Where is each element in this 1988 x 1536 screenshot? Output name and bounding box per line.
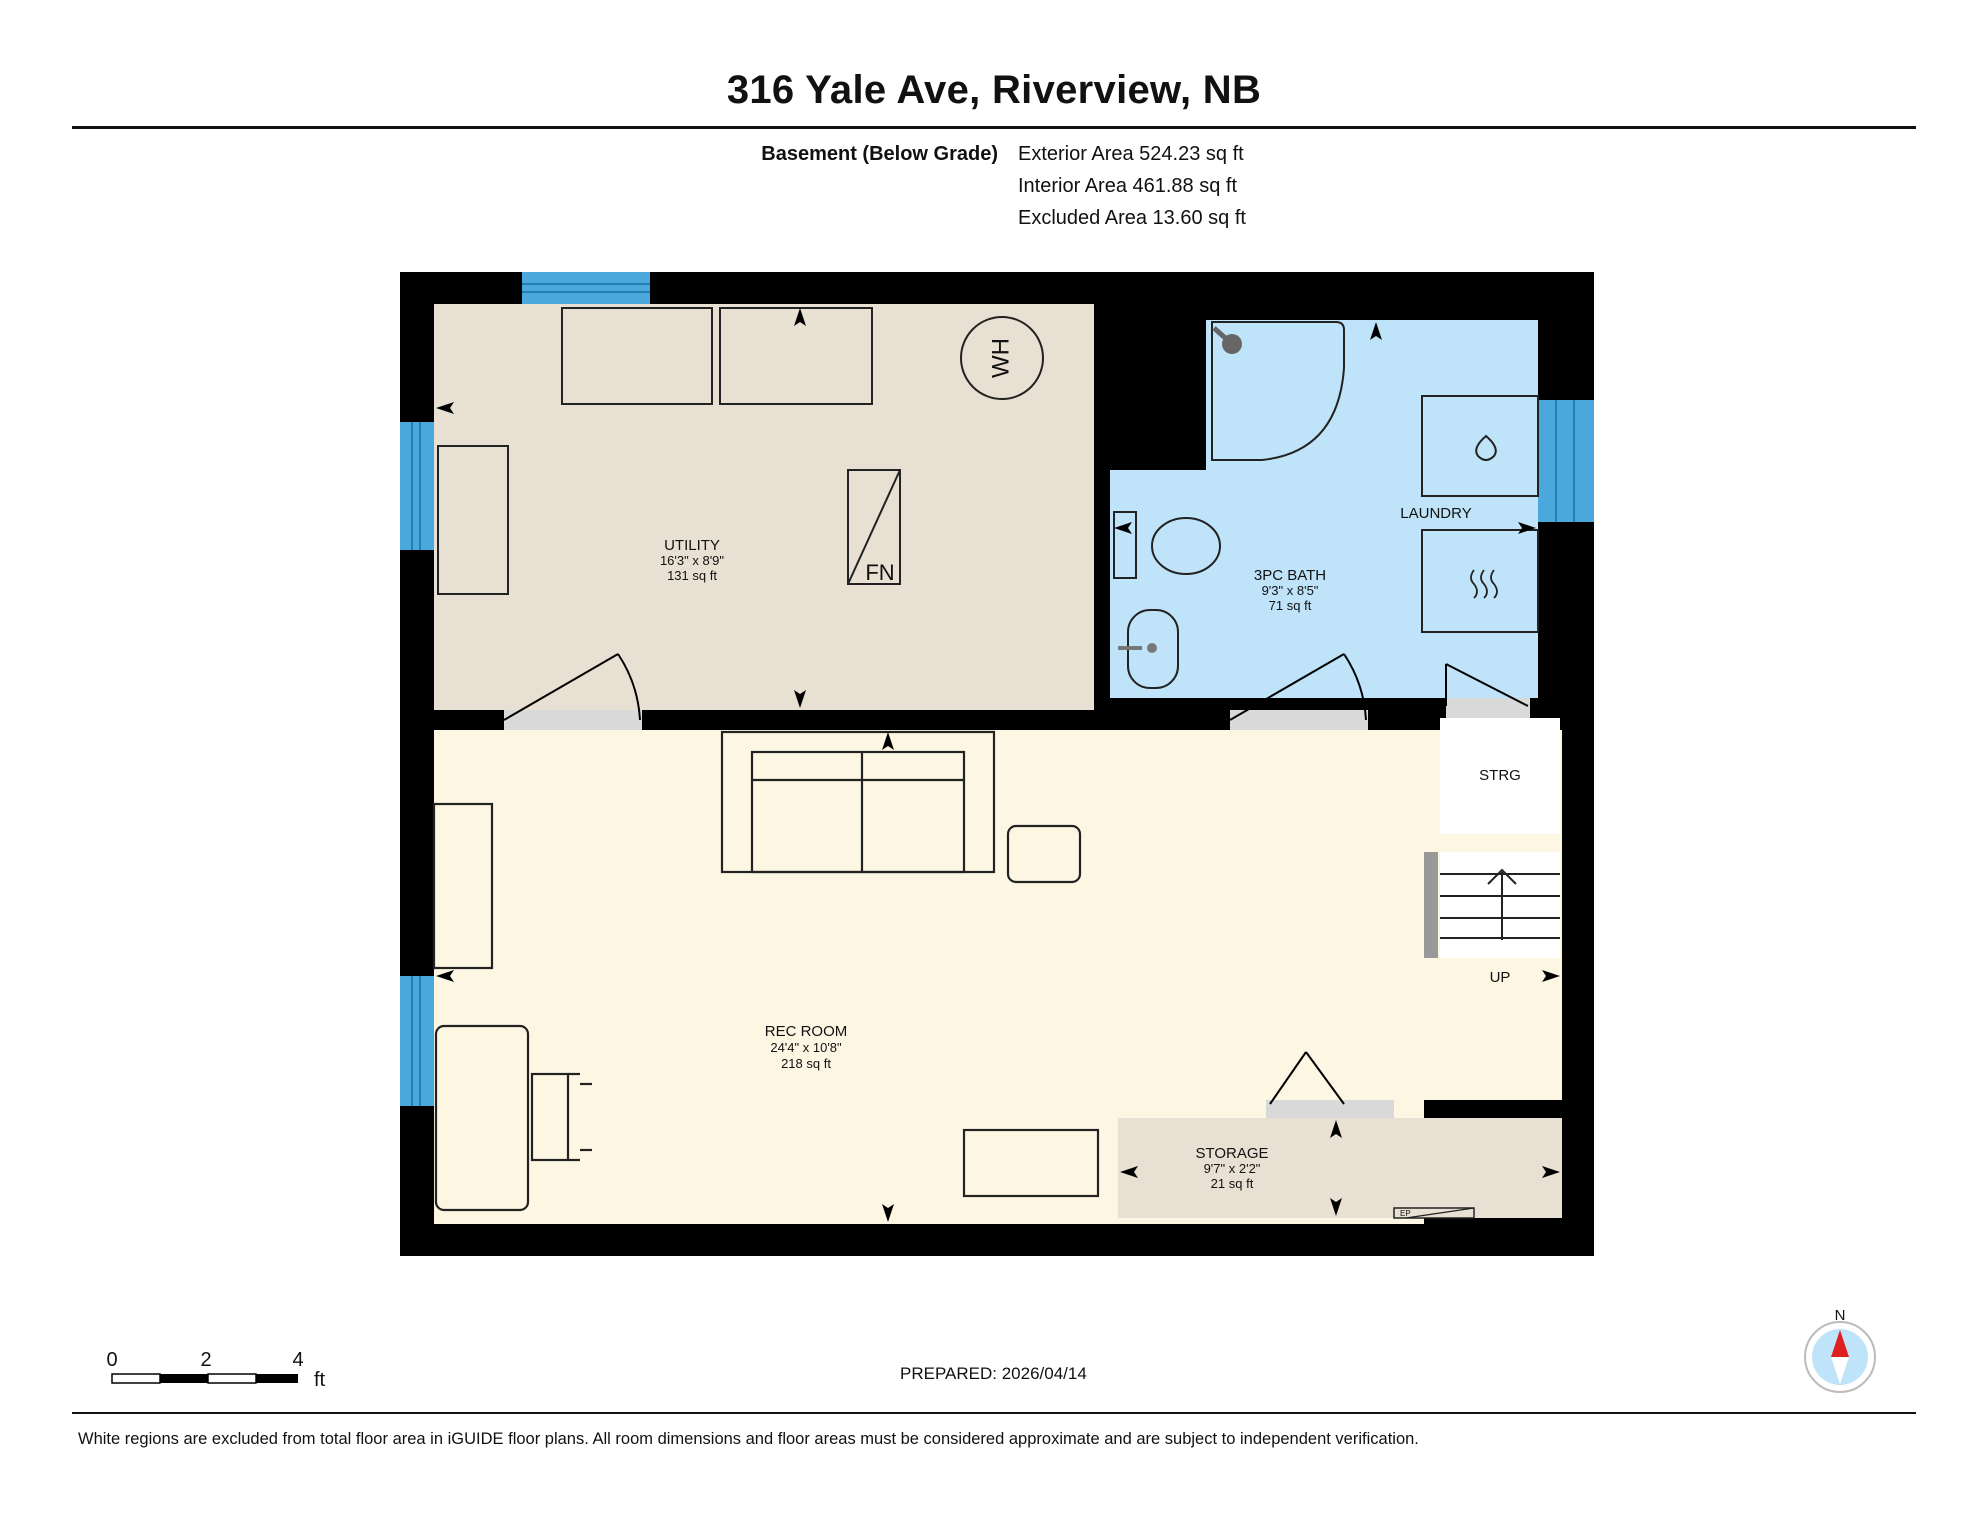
staircase (1424, 852, 1560, 958)
exterior-area: Exterior Area 524.23 sq ft (1018, 143, 1244, 165)
stair-floor (1440, 852, 1560, 958)
washer (1421, 395, 1539, 497)
window-utility-left (400, 422, 434, 550)
bath-dims: 9'3" x 8'5" (1262, 583, 1319, 598)
utility-floor (434, 304, 1094, 710)
storage-dims: 9'7" x 2'2" (1204, 1161, 1261, 1176)
utility-dims: 16'3" x 8'9" (660, 553, 724, 568)
excluded-area: Excluded Area 13.60 sq ft (1018, 207, 1246, 229)
strg-floor (1440, 718, 1560, 834)
toilet (1151, 517, 1221, 575)
bath-name: 3PC BATH (1254, 567, 1326, 584)
bath-floor (1110, 320, 1538, 698)
shower (1211, 321, 1345, 461)
prepared-date: PREPARED: 2026/04/14 (900, 1364, 1087, 1383)
water-heater (960, 316, 1044, 400)
scale-bar: 0 2 4 ft (106, 1349, 325, 1391)
compass: N (1804, 1307, 1876, 1393)
rec-furniture (432, 730, 1100, 1212)
furnace-label: FN (865, 560, 894, 585)
utility-shelves (437, 307, 873, 595)
compass-north-label: N (1835, 1307, 1846, 1324)
window-laundry (1538, 400, 1594, 522)
bath-area: 71 sq ft (1269, 598, 1312, 613)
level-name: Basement (Below Grade) (761, 143, 998, 165)
utility-door-threshold (504, 710, 642, 730)
laundry-name: LAUNDRY (1400, 505, 1471, 522)
water-heater-label: WH (987, 338, 1014, 378)
utility-area: 131 sq ft (667, 568, 717, 583)
page-title: 316 Yale Ave, Riverview, NB (726, 68, 1262, 112)
storage-door-threshold (1266, 1100, 1394, 1118)
electrical-panel (1393, 1207, 1475, 1219)
scale-unit: ft (314, 1369, 326, 1391)
interior-area: Interior Area 461.88 sq ft (1018, 175, 1238, 197)
window-top (522, 272, 650, 304)
scale-tick-4: 4 (292, 1349, 303, 1371)
header-rule (72, 126, 1916, 129)
compass-needle-north-icon (1831, 1330, 1849, 1357)
dimension-arrows (436, 308, 1560, 1222)
storage-area: 21 sq ft (1211, 1176, 1254, 1191)
door-swings (503, 653, 1529, 1105)
dryer (1421, 529, 1539, 633)
electrical-panel-label: EP (1400, 1209, 1411, 1218)
rec-room-dims: 24'4" x 10'8" (770, 1040, 842, 1055)
rec-room-area: 218 sq ft (781, 1056, 831, 1071)
utility-name: UTILITY (664, 537, 720, 554)
bath-door-threshold (1230, 710, 1368, 730)
strg-door-threshold (1446, 698, 1530, 718)
scale-tick-2: 2 (200, 1349, 211, 1371)
scale-tick-0: 0 (106, 1349, 117, 1371)
footer-rule (72, 1412, 1916, 1414)
window-rec-left (400, 976, 434, 1106)
strg-name: STRG (1479, 767, 1521, 784)
footer-disclaimer: White regions are excluded from total fl… (78, 1430, 1419, 1448)
furnace (847, 469, 901, 585)
stair-up-label: UP (1490, 969, 1511, 986)
rec-room-name: REC ROOM (765, 1023, 848, 1040)
storage-name: STORAGE (1195, 1145, 1268, 1162)
